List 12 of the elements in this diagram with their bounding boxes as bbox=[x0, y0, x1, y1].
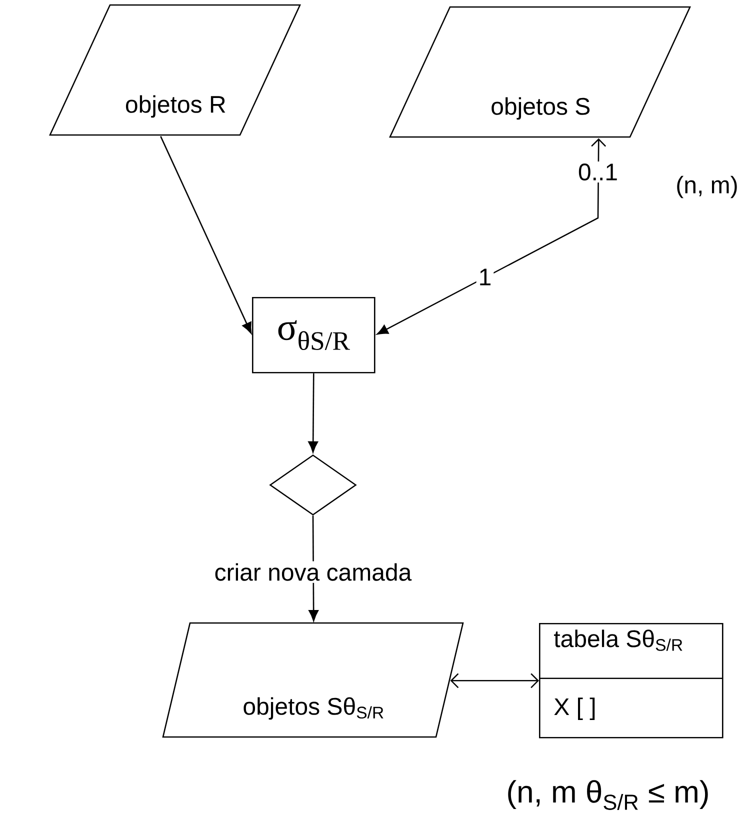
edge-label: 1 bbox=[476, 266, 494, 288]
process-box: σ$_{θS/R}$ bbox=[252, 297, 376, 374]
arrow bbox=[308, 373, 318, 453]
cardinality-label: (n, m) bbox=[677, 176, 737, 198]
table-box: tabela Sθ$_{S/R}$ X [ ] bbox=[539, 623, 724, 738]
arrow bbox=[160, 136, 252, 334]
multiplicity-label: 0..1 bbox=[576, 162, 620, 182]
arrow bbox=[450, 673, 539, 688]
edge-label: criar nova camada bbox=[212, 561, 414, 583]
parallelogram-box: objetos Sθ$_{S/R}$ bbox=[162, 622, 464, 738]
cardinality-label: (n, m θ$_{S/R}$ ≤ m) bbox=[508, 780, 708, 810]
arrow bbox=[376, 138, 606, 335]
